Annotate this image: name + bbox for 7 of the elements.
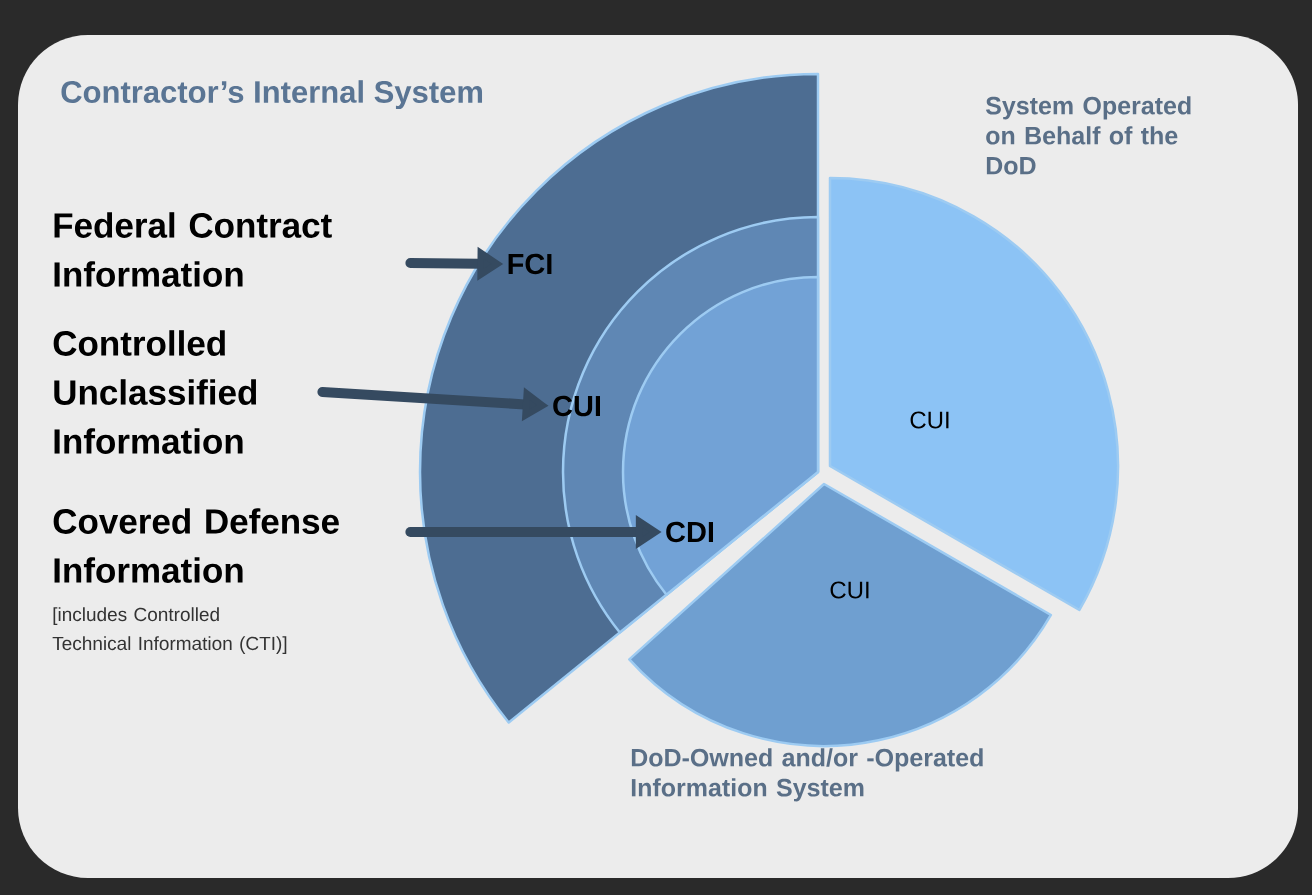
label-text: Controlled Unclassified Information	[53, 330, 257, 454]
node-label: System Operated on Behalf of the DoD	[985, 96, 1191, 175]
label-text: Federal Contract Information	[54, 212, 332, 287]
label-text: Covered Defense Information	[53, 508, 339, 583]
note-text: [includes Controlled Technical Information (CTI)]	[52, 607, 287, 654]
pie-sector: CDI	[621, 275, 820, 596]
node-label: DoD-Owned and/or -Operated Information System	[631, 748, 983, 802]
